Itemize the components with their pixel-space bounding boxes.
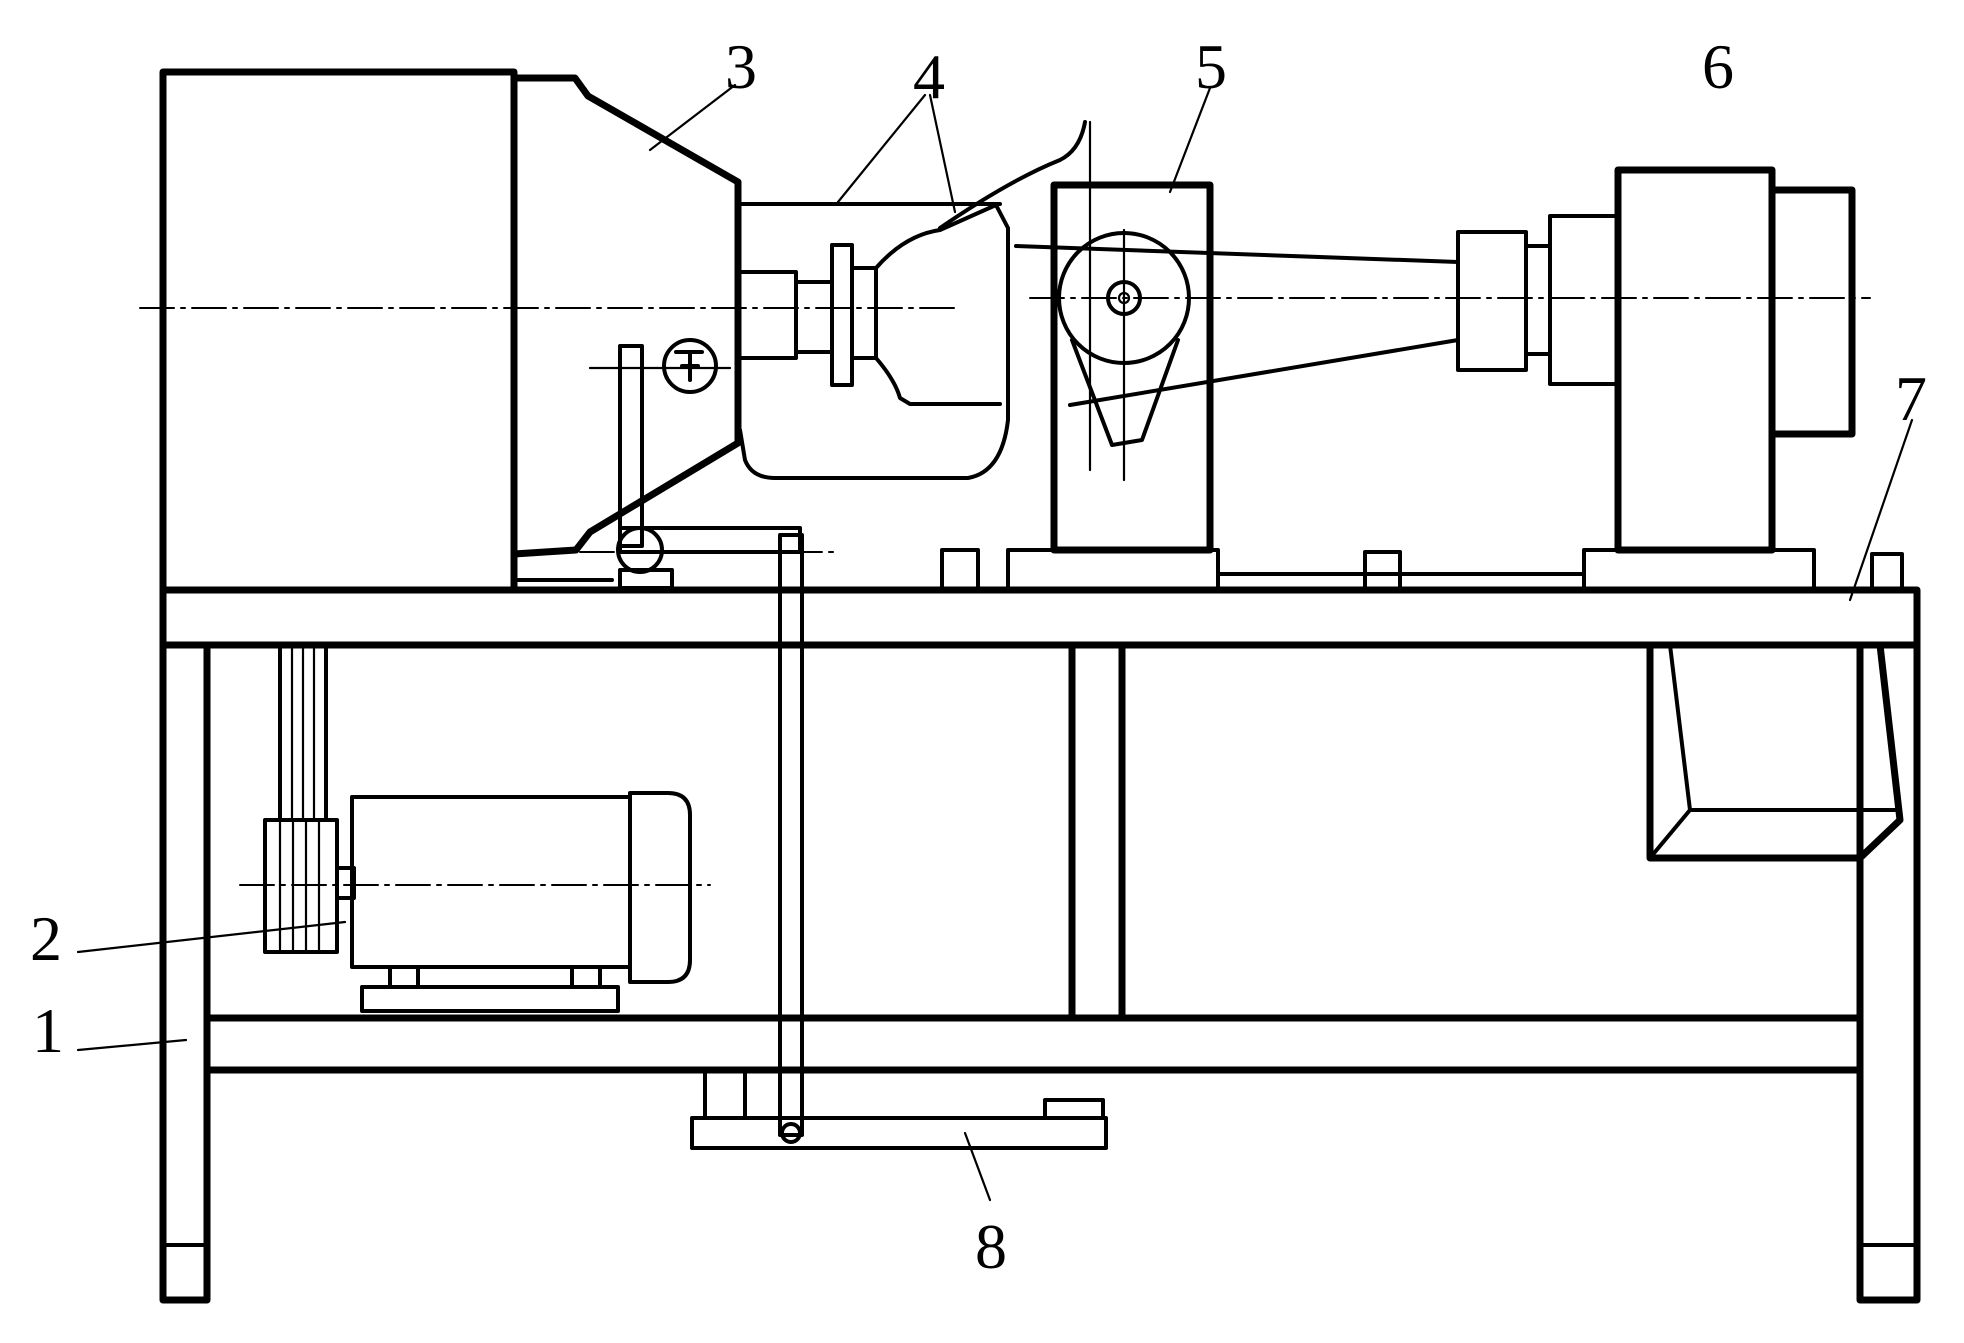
leader-8: [963, 1131, 992, 1202]
callout-5: 5: [1195, 31, 1227, 102]
leader-5: [1168, 86, 1212, 194]
electric-motor: [239, 643, 711, 1013]
load-unit: [1216, 166, 1904, 592]
callout-1: 1: [32, 995, 64, 1066]
leader-7: [1848, 418, 1914, 602]
gearbox-housing: [159, 68, 1002, 594]
leader-2: [76, 920, 347, 954]
control-box: [1646, 641, 1904, 862]
leader-3: [648, 83, 737, 152]
pulley-stand: [940, 181, 1460, 592]
frame-table: [159, 586, 1921, 1304]
leader-1: [76, 1038, 188, 1052]
callout-labels: 1 2 3 4 5 6 7 8: [30, 31, 1927, 1282]
leader-4a: [836, 93, 927, 204]
callout-3: 3: [725, 31, 757, 102]
callout-7: 7: [1895, 363, 1927, 434]
callout-4: 4: [913, 41, 945, 112]
callout-6: 6: [1702, 31, 1734, 102]
leader-4b: [928, 93, 957, 214]
foot-pedal-linkage: [579, 344, 1108, 1150]
callout-8: 8: [975, 1211, 1007, 1282]
callout-2: 2: [30, 903, 62, 974]
test-specimen: [738, 120, 1092, 480]
leader-lines: [76, 83, 1914, 1202]
